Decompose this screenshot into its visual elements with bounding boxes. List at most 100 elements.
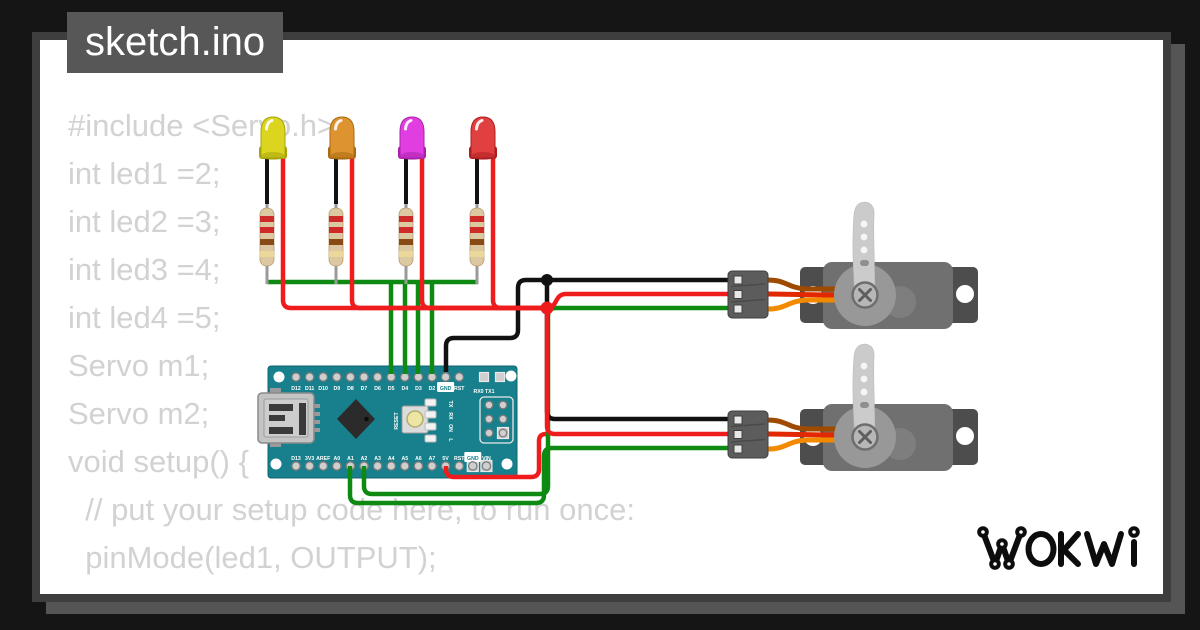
junction-dot-red [540, 301, 554, 315]
pin-label: D8 [347, 386, 354, 392]
rx-tx-label: RX0 TX1 [473, 389, 494, 395]
led-red [469, 116, 497, 284]
pin-aref [318, 461, 329, 471]
indicator-label: TX [447, 401, 453, 408]
pin-label: D13 [291, 456, 301, 462]
pin-label: A2 [361, 456, 368, 462]
led-bulb [329, 116, 355, 159]
servo2-connector [727, 410, 769, 459]
code-line: int led1 =2; [68, 156, 221, 191]
indicator-label: L [447, 438, 453, 442]
led-bulb [470, 116, 496, 159]
pin-a0 [331, 461, 342, 471]
pin-3v3 [304, 461, 315, 471]
wokwi-logo-drawing [977, 526, 1140, 570]
wire-red-anode [490, 152, 548, 311]
resistor-band [329, 216, 343, 222]
pin-d7 [359, 372, 369, 382]
resistor-band [260, 239, 274, 245]
pin-a3 [372, 461, 383, 471]
pin-vin [481, 461, 492, 471]
pin-d9 [331, 372, 342, 382]
leds [259, 116, 497, 284]
resistor [469, 207, 485, 267]
reset-label: RESET [394, 412, 400, 430]
pin-label: RST [454, 386, 465, 392]
led-bulb [399, 116, 425, 159]
pin-a7 [427, 461, 437, 471]
resistor-band [470, 216, 484, 222]
servos [727, 200, 978, 471]
file-name: sketch.ino [85, 20, 266, 64]
pin-label: A4 [388, 456, 395, 462]
resistor-band [329, 239, 343, 245]
code-line: void setup() { [68, 444, 249, 479]
resistor [259, 207, 275, 267]
resistor [398, 207, 414, 267]
pin-rst [454, 461, 465, 471]
pin-label: D6 [374, 386, 381, 392]
wire-black-gnd-servo1 [443, 277, 734, 372]
resistor-band [470, 239, 484, 245]
wire-red-anode [349, 152, 548, 311]
wire-black-servo2 [544, 280, 734, 422]
junction-dot-black [541, 274, 553, 286]
pin-gnd [467, 461, 478, 471]
pin-label: A1 [347, 456, 354, 462]
resistor-band [329, 227, 343, 233]
pin-label: RST [454, 456, 465, 462]
pin-d5 [386, 372, 397, 382]
indicator-label: RX [447, 412, 453, 420]
code-line: Servo m1; [68, 348, 210, 383]
resistor [328, 207, 344, 267]
led-yellow [259, 116, 287, 284]
code-line: int led4 =5; [68, 300, 221, 335]
resistor-band [260, 216, 274, 222]
resistor-band [470, 227, 484, 233]
code-line: int led2 =3; [68, 204, 221, 239]
pin-label: GND [467, 456, 479, 462]
file-tab: sketch.ino [67, 12, 284, 73]
pin-label: D2 [429, 386, 436, 392]
pin-label: D3 [415, 386, 422, 392]
servo1-connector [727, 270, 769, 319]
pin-a4 [386, 461, 397, 471]
led-orange [328, 116, 356, 284]
code-preview: #include <Servo.h>int led1 =2;int led2 =… [68, 102, 635, 594]
mounting-hole [501, 458, 513, 470]
led-magenta [398, 116, 426, 284]
pin-rst [454, 372, 465, 382]
pin-d10 [318, 372, 329, 382]
indicator-label: ON [447, 424, 453, 432]
pin-label: A6 [415, 456, 422, 462]
usb-connector [257, 388, 320, 447]
led-bulb [260, 116, 286, 159]
pin-label: A7 [429, 456, 436, 462]
mounting-hole [505, 370, 517, 382]
code-line: int led3 =4; [68, 252, 221, 287]
pin-label: GND [440, 386, 452, 392]
wire-red-5v [443, 431, 547, 480]
serial-pad [478, 371, 490, 383]
resistor-band [260, 251, 274, 257]
wire-red-servo2 [544, 308, 734, 437]
pin-label: 3V3 [305, 456, 314, 462]
pin-label: 5V [442, 456, 449, 462]
pin-label: AREF [316, 456, 330, 462]
wokwi-logo: WOKWI [975, 522, 1155, 579]
resistor-band [399, 251, 413, 257]
pin-label: A5 [401, 456, 408, 462]
pin-label: A0 [333, 456, 340, 462]
pin-a6 [413, 461, 424, 471]
resistor-band [470, 251, 484, 257]
resistor-band [399, 227, 413, 233]
red-led-wires [280, 152, 548, 311]
icsp-header [479, 396, 514, 444]
pin-d12 [291, 372, 301, 382]
code-line: // put your setup code here, to run once… [68, 492, 635, 527]
code-line: Servo m2; [68, 396, 210, 431]
resistor-band [399, 239, 413, 245]
